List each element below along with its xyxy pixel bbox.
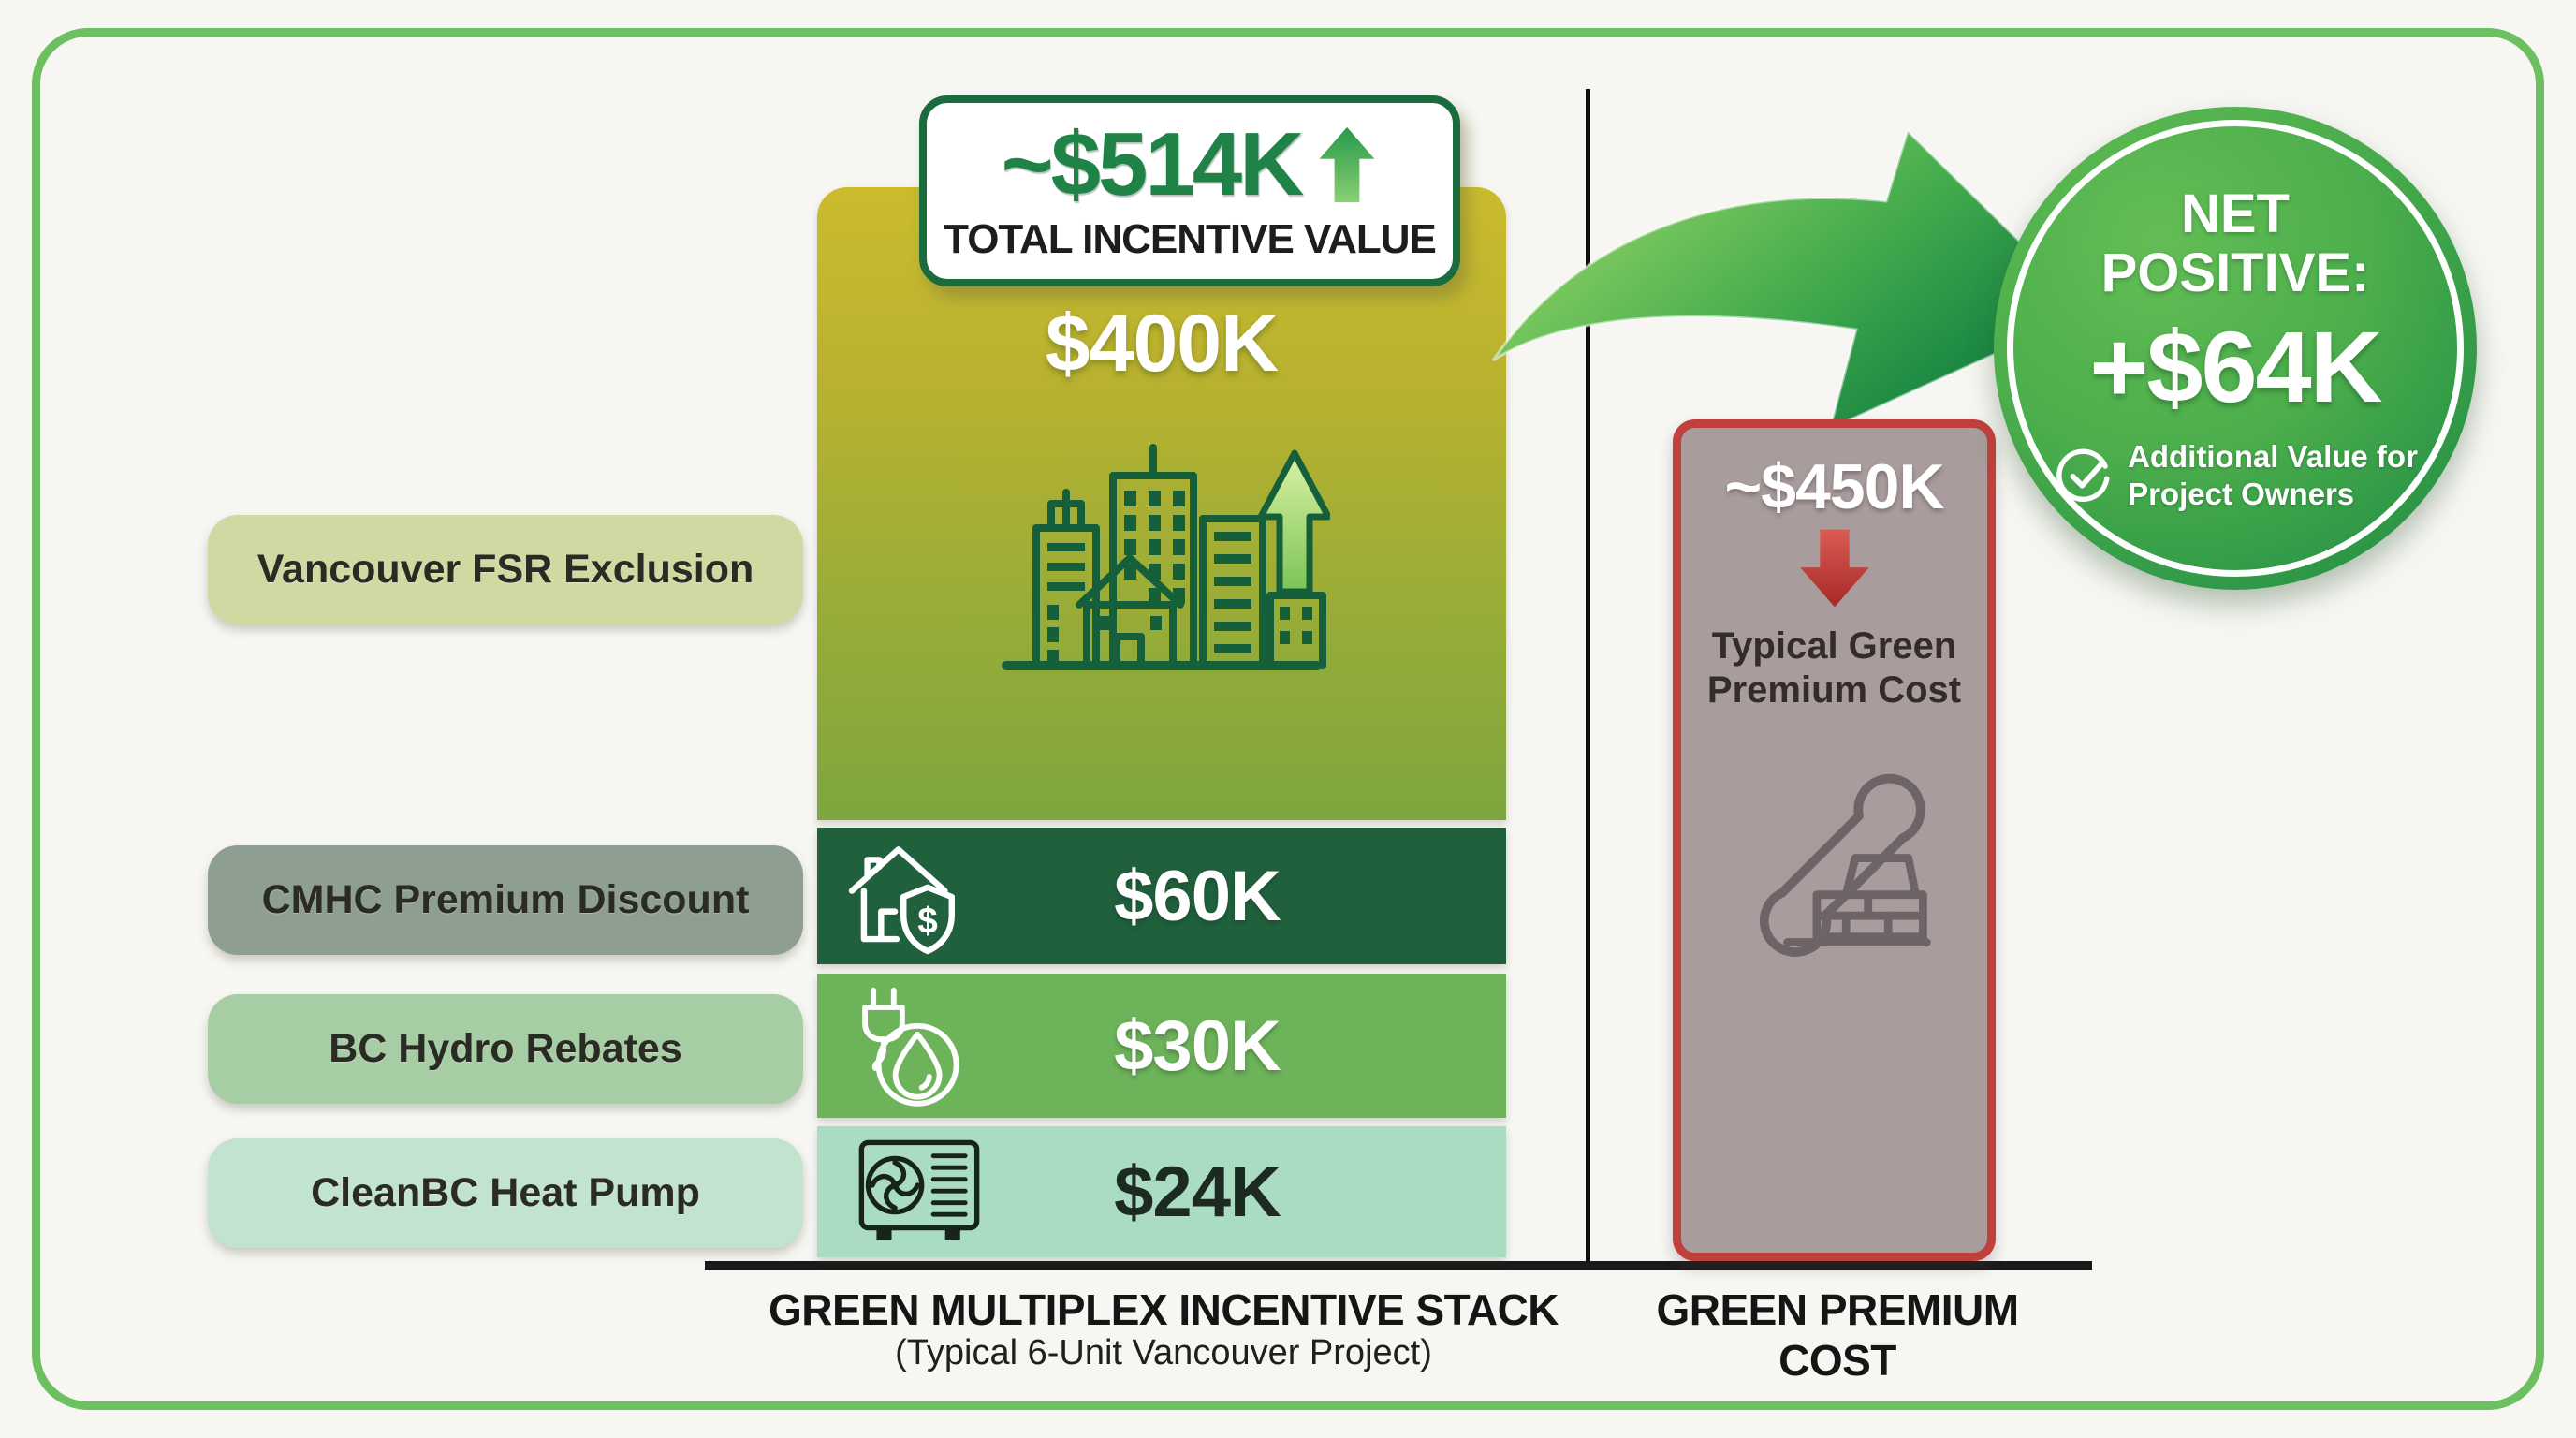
segment-value: $60K bbox=[1114, 856, 1281, 936]
wrench-bricks-icon bbox=[1759, 774, 1931, 958]
net-positive-title: NET POSITIVE: bbox=[2100, 183, 2370, 303]
plug-water-drop-icon bbox=[862, 987, 959, 1107]
svg-text:$: $ bbox=[917, 902, 937, 942]
net-positive-badge: NET POSITIVE: +$64K Additional Value for… bbox=[1994, 107, 2477, 590]
segment-vancouver-fsr: $400K bbox=[817, 187, 1506, 820]
down-arrow-icon bbox=[1799, 529, 1869, 608]
up-arrow-icon bbox=[1320, 126, 1375, 203]
heat-pump-icon bbox=[858, 1139, 980, 1240]
total-incentive-label: TOTAL INCENTIVE VALUE bbox=[944, 216, 1437, 262]
segment-value: $400K bbox=[1045, 299, 1279, 389]
segment-value: $24K bbox=[1114, 1152, 1281, 1232]
segment-value: $30K bbox=[1114, 1005, 1281, 1086]
stack-axis-subtitle: (Typical 6-Unit Vancouver Project) bbox=[895, 1333, 1432, 1372]
pill-label: BC Hydro Rebates bbox=[329, 1026, 682, 1071]
premium-axis-title: GREEN PREMIUM COST bbox=[1656, 1285, 2019, 1385]
section-divider-line bbox=[1586, 89, 1590, 1266]
label-pill-vancouver-fsr: Vancouver FSR Exclusion bbox=[208, 515, 803, 624]
label-pill-cleanbc: CleanBC Heat Pump bbox=[208, 1138, 803, 1248]
label-pill-cmhc: CMHC Premium Discount bbox=[208, 845, 803, 955]
total-incentive-value: ~$514K bbox=[1001, 114, 1305, 214]
total-incentive-badge: ~$514K TOTAL INCENTIVE VALUE bbox=[919, 95, 1460, 286]
net-positive-value: +$64K bbox=[2089, 310, 2382, 424]
premium-label: Typical Green Premium Cost bbox=[1706, 625, 1962, 712]
house-shield-dollar-icon: $ bbox=[848, 846, 955, 955]
pill-label: CMHC Premium Discount bbox=[261, 877, 750, 922]
segment-cleanbc: $24K bbox=[817, 1126, 1506, 1257]
net-positive-note: Additional Value for Project Owners bbox=[2128, 439, 2418, 511]
baseline-axis bbox=[705, 1261, 2092, 1270]
pill-label: CleanBC Heat Pump bbox=[311, 1170, 700, 1215]
frame-border bbox=[32, 28, 2544, 1410]
segment-bc-hydro: $30K bbox=[817, 974, 1506, 1118]
pill-label: Vancouver FSR Exclusion bbox=[256, 547, 754, 592]
incentive-stack-bar: $400K bbox=[817, 187, 1506, 1261]
stack-axis-title: GREEN MULTIPLEX INCENTIVE STACK bbox=[768, 1285, 1559, 1334]
green-premium-bar: ~$450K Typical Green Premium Cost bbox=[1673, 419, 1996, 1261]
label-pill-bc-hydro: BC Hydro Rebates bbox=[208, 994, 803, 1104]
segment-cmhc: $ $60K bbox=[817, 828, 1506, 964]
check-circle-icon bbox=[2056, 448, 2110, 502]
curved-arrow-icon bbox=[1491, 128, 2093, 432]
city-growth-icon bbox=[1002, 444, 1330, 670]
premium-value: ~$450K bbox=[1724, 451, 1944, 522]
